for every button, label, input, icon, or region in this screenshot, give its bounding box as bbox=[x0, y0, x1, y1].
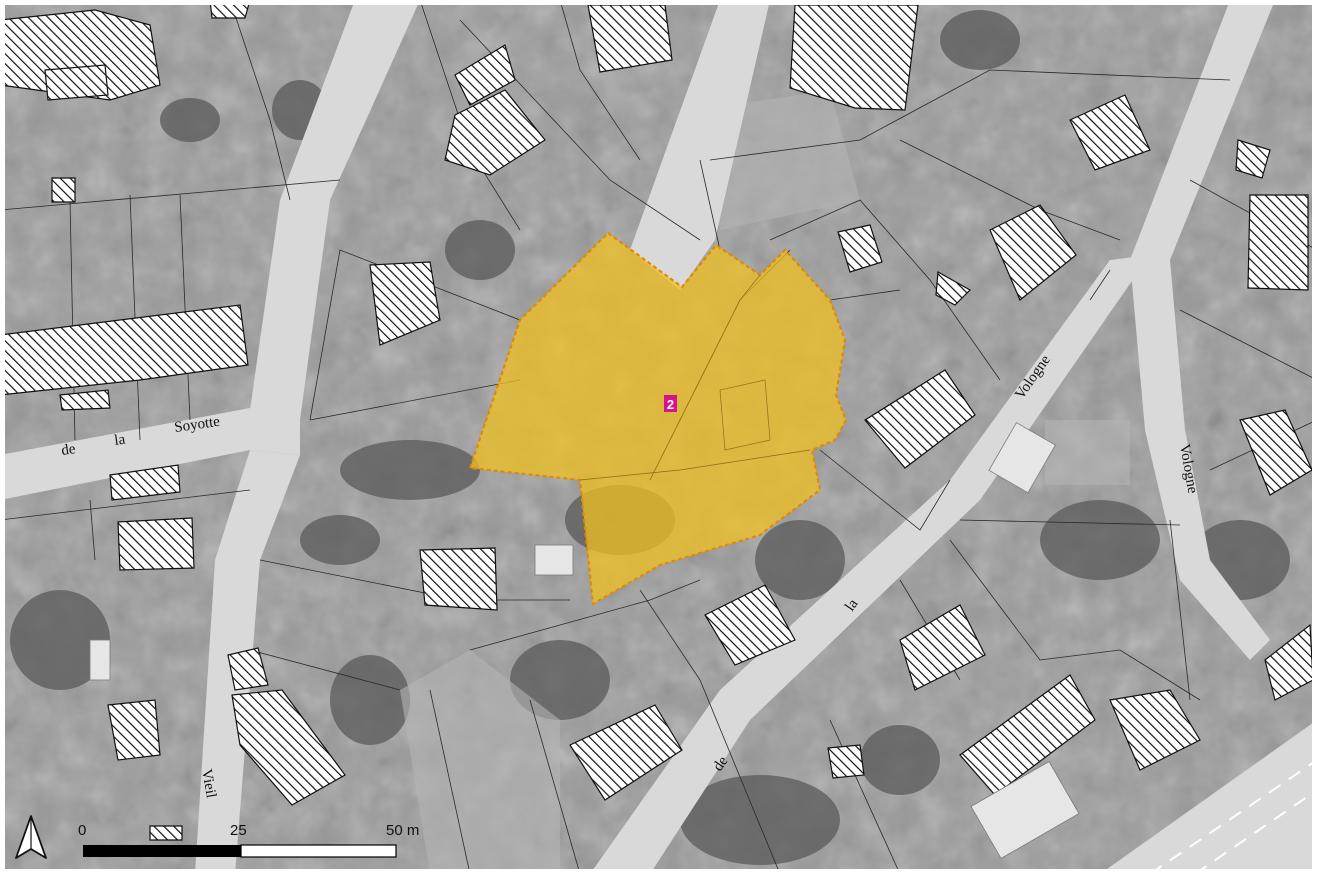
street-label-soyotte-la: la bbox=[113, 432, 126, 449]
building bbox=[117, 517, 195, 571]
parcel-internal-lines bbox=[579, 274, 811, 481]
road-vologne-right bbox=[1130, 0, 1275, 660]
parcel-marker-number: 2 bbox=[667, 397, 674, 412]
buildings bbox=[0, 0, 1314, 841]
road-markings bbox=[1149, 759, 1317, 874]
road-soyotte bbox=[0, 408, 300, 500]
scale-label-0: 0 bbox=[78, 822, 86, 839]
building bbox=[454, 44, 516, 106]
building bbox=[0, 304, 249, 396]
road-vologne bbox=[590, 255, 1150, 874]
street-label-vieil: Vieil bbox=[198, 768, 219, 799]
street-label-soyotte-de: de bbox=[60, 441, 77, 459]
building bbox=[864, 369, 976, 469]
building bbox=[231, 689, 346, 806]
building bbox=[44, 64, 109, 101]
building bbox=[227, 647, 269, 691]
building bbox=[1069, 94, 1151, 171]
building bbox=[59, 389, 111, 411]
building bbox=[419, 547, 498, 611]
building bbox=[107, 699, 161, 761]
building bbox=[369, 261, 441, 346]
street-label-soyotte: Soyotte bbox=[173, 414, 221, 436]
building bbox=[149, 825, 183, 841]
road-north-spur bbox=[630, 0, 770, 290]
building bbox=[959, 674, 1096, 796]
building bbox=[1109, 689, 1201, 771]
north-arrow-icon bbox=[15, 815, 47, 859]
building bbox=[109, 464, 181, 501]
building bbox=[827, 744, 865, 779]
scale-label-25: 25 bbox=[230, 822, 247, 839]
building bbox=[989, 204, 1077, 301]
light-structures bbox=[89, 422, 1080, 860]
building bbox=[935, 271, 971, 306]
building bbox=[569, 704, 683, 801]
building bbox=[0, 9, 161, 101]
parcel-marker[interactable]: 2 bbox=[664, 395, 677, 412]
road-vieil-north bbox=[250, 0, 420, 420]
building bbox=[444, 89, 546, 176]
road-main-southeast bbox=[1100, 720, 1317, 874]
building bbox=[587, 4, 673, 73]
building bbox=[837, 224, 883, 273]
building bbox=[789, 4, 919, 111]
building bbox=[51, 177, 76, 203]
building bbox=[1247, 194, 1309, 291]
building bbox=[1235, 139, 1271, 179]
building bbox=[899, 604, 986, 691]
scale-label-50m: 50 m bbox=[386, 822, 419, 839]
scale-bar: 0 25 50 m bbox=[78, 822, 419, 858]
building bbox=[704, 584, 796, 666]
